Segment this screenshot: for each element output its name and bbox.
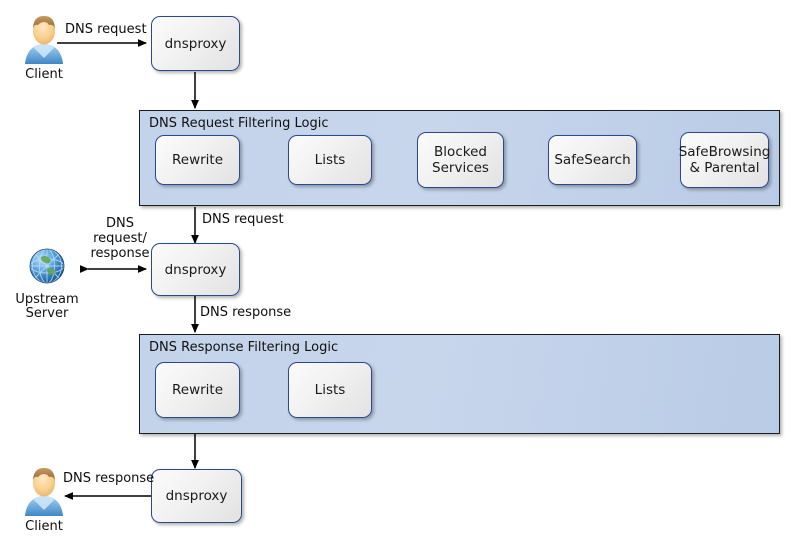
stage-safebrowsing-parental[interactable]: SafeBrowsing & Parental xyxy=(679,132,770,188)
edge-label-client-to-proxy: DNS request xyxy=(65,22,147,37)
node-dnsproxy-bottom[interactable]: dnsproxy xyxy=(151,469,242,523)
globe-icon xyxy=(29,248,65,284)
stage-lists[interactable]: Lists xyxy=(288,135,372,185)
stage-rewrite[interactable]: Rewrite xyxy=(155,135,240,185)
stage-lists-response[interactable]: Lists xyxy=(288,362,372,418)
edge-label-proxy-to-response-filter: DNS response xyxy=(200,305,292,320)
actor-caption-client-bottom: Client xyxy=(25,519,63,534)
group-title-request-filtering: DNS Request Filtering Logic xyxy=(149,116,329,131)
group-response-filtering: DNS Response Filtering Logic xyxy=(139,334,780,434)
group-title-response-filtering: DNS Response Filtering Logic xyxy=(149,340,339,355)
actor-caption-client-top: Client xyxy=(25,67,63,82)
stage-rewrite-response[interactable]: Rewrite xyxy=(155,362,240,418)
stage-blocked-services[interactable]: Blocked Services xyxy=(417,132,504,188)
stage-safesearch[interactable]: SafeSearch xyxy=(548,135,637,185)
node-dnsproxy-mid[interactable]: dnsproxy xyxy=(151,243,240,296)
edge-label-proxy-to-client: DNS response xyxy=(63,471,155,486)
user-icon xyxy=(25,468,63,516)
edge-label-upstream-exchange: DNS request/ response xyxy=(90,216,150,261)
edge-label-proxy-to-request-filter: DNS request xyxy=(202,212,284,227)
user-icon xyxy=(25,16,63,64)
actor-caption-upstream: Upstream Server xyxy=(15,292,79,321)
group-request-filtering: DNS Request Filtering Logic xyxy=(139,110,780,206)
node-dnsproxy-top[interactable]: dnsproxy xyxy=(151,16,240,71)
